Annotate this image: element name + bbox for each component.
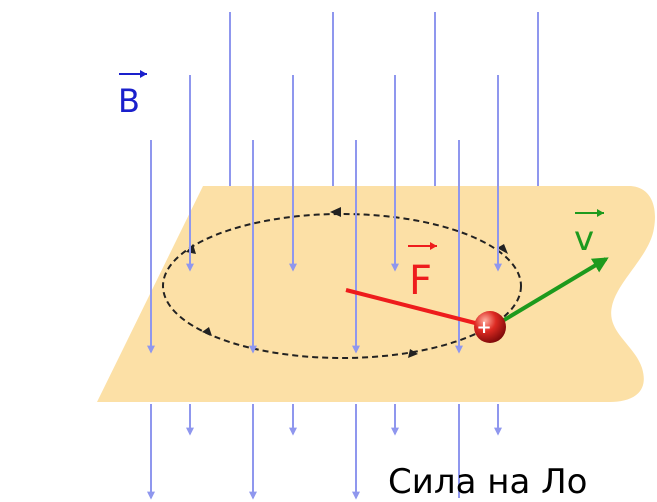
- plane: [97, 186, 655, 402]
- field-label: B: [118, 70, 147, 120]
- orbit-direction-arrows: [186, 207, 508, 358]
- force-vector: [345, 288, 484, 327]
- velocity-label-text: v: [574, 219, 594, 259]
- orbit-arrow: [408, 349, 418, 358]
- charge-sign: +: [476, 317, 491, 338]
- field-label-text: B: [118, 82, 140, 120]
- vector-bar-head: [140, 70, 147, 78]
- vector-bar-head: [430, 242, 437, 250]
- force-label-text: F: [409, 258, 432, 304]
- velocity-label: v: [574, 209, 604, 259]
- vector-bar-head: [597, 209, 604, 217]
- orbit-arrow: [330, 207, 341, 217]
- caption: Сила на Ло: [388, 462, 588, 502]
- velocity-vector: [492, 257, 609, 328]
- field-lines-middle: [147, 75, 502, 354]
- force-label: F: [408, 242, 437, 304]
- charge-ball: [474, 311, 506, 343]
- field-lines-lower: [147, 404, 502, 500]
- orbit-arrow: [497, 244, 508, 254]
- orbit-path: [162, 213, 522, 359]
- orbit-arrow: [202, 327, 212, 336]
- positive-charge: +: [474, 311, 506, 343]
